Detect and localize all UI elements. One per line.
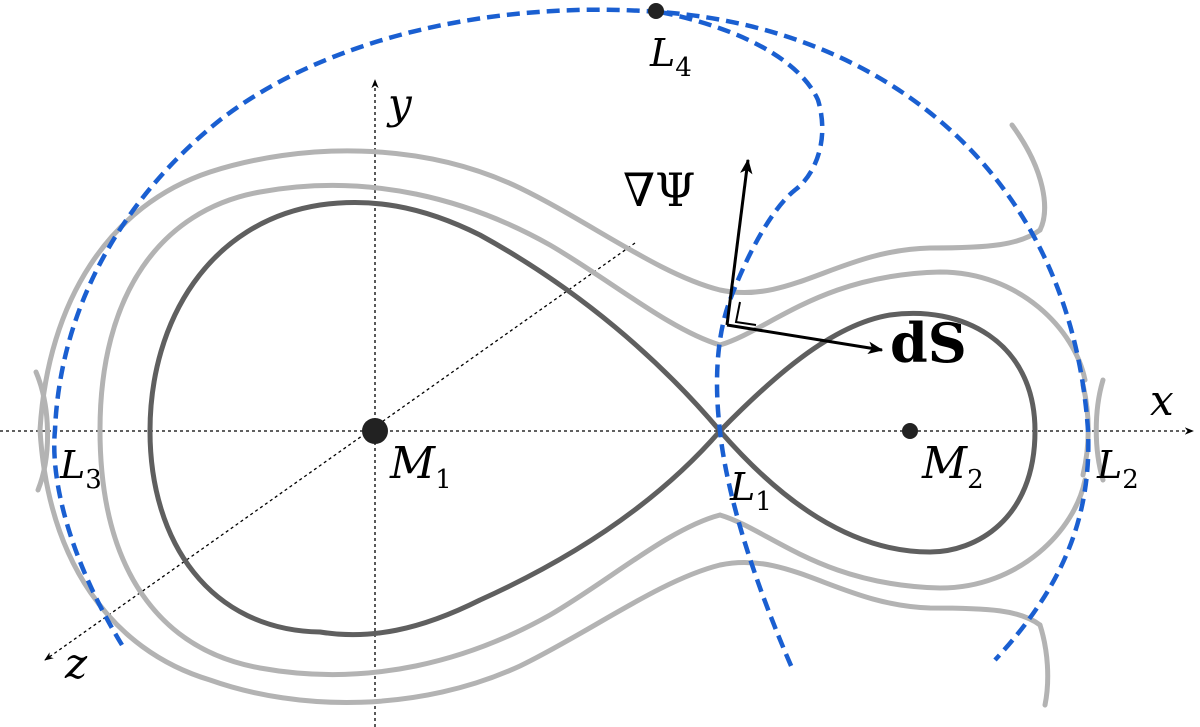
zero-velocity-boundary	[52, 7, 1091, 669]
lagrange-l3-cross	[33, 369, 50, 493]
l4-label: L4	[649, 31, 692, 83]
outer-equipotential-curve	[1009, 122, 1048, 233]
z-axis-line	[44, 242, 636, 661]
lagrange-l2-cross	[1093, 377, 1106, 483]
surface-label: dS	[890, 311, 967, 375]
l3-label: L3	[59, 443, 102, 495]
surface-vector	[726, 323, 884, 354]
l4-label-base: L	[649, 31, 675, 75]
outer-equipotentials	[33, 122, 1106, 708]
inner-blue-dashed-curve	[659, 9, 825, 669]
y-axis-label: y	[386, 79, 413, 128]
mass-m2-point	[902, 423, 918, 439]
roche-lobe-equipotential	[147, 200, 1038, 638]
l4-label-sub: 4	[675, 53, 692, 83]
lagrange-l4-point	[648, 3, 664, 19]
gradient-label: ∇Ψ	[623, 163, 695, 217]
m2-label: M2	[921, 438, 984, 495]
l1-label-sub: 1	[755, 487, 772, 517]
outer-equipotential-curve	[37, 427, 1043, 705]
z-axis-label: z	[64, 639, 88, 688]
outer-equipotential-curve	[97, 427, 1088, 678]
l1-label: L1	[729, 465, 772, 517]
axes	[0, 79, 1194, 727]
l1-label-base: L	[729, 465, 755, 509]
m1-label-sub: 1	[435, 465, 452, 495]
l2-label-base: L	[1096, 443, 1122, 487]
outer-blue-dashed-curve	[52, 7, 1091, 662]
outer-equipotential-curve	[37, 148, 1043, 433]
m2-label-sub: 2	[967, 465, 984, 495]
outer-equipotential-curve	[1037, 622, 1051, 708]
l2-label-sub: 2	[1122, 465, 1139, 495]
l2-label: L2	[1096, 443, 1139, 495]
mass-m1-point	[362, 418, 388, 444]
l3-label-sub: 3	[85, 465, 102, 495]
right-angle-marker	[734, 301, 757, 326]
points	[362, 3, 918, 444]
gradient-vector	[725, 158, 753, 326]
m1-label-base: M	[389, 438, 436, 489]
m2-label-base: M	[921, 438, 968, 489]
l3-label-base: L	[59, 443, 85, 487]
labels: x y z ∇Ψ dS M1 M2 L1 L2 L3 L4	[59, 31, 1174, 688]
m1-label: M1	[389, 438, 452, 495]
vectors	[725, 158, 884, 354]
outer-equipotential-curve	[97, 182, 1088, 433]
x-axis-label: x	[1150, 376, 1174, 425]
